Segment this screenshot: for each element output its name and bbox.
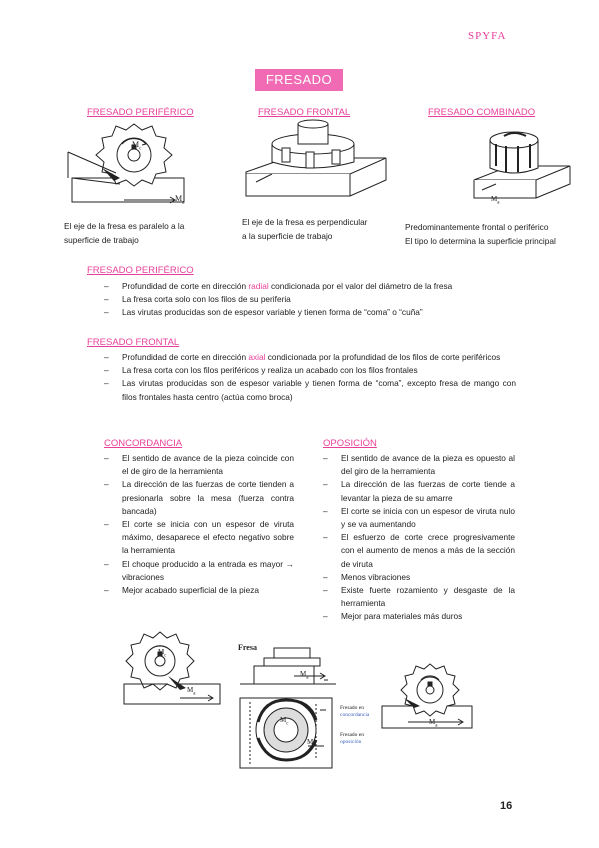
label-oposicion-legend: Fresado en oposición [340,732,364,745]
list-item: Las virutas producidas son de espesor va… [104,306,524,319]
list-item: El sentido de avance de la pieza coincid… [104,452,294,478]
list-item: Menos vibraciones [323,571,515,584]
list-item: Profundidad de corte en dirección radial… [104,280,524,293]
list-item: El esfuerzo de corte crece progresivamen… [323,531,515,571]
desc-periferico: El eje de la fresa es paralelo a la supe… [64,221,185,245]
diagram-oposicion [381,663,473,729]
diagram-concordancia [123,631,221,705]
oposicion-heading: OPOSICIÓN [323,438,377,449]
heading-combinado-top: FRESADO COMBINADO [428,107,536,118]
heading-frontal-top: FRESADO FRONTAL [258,107,351,118]
desc-frontal: El eje de la fresa es perpendicular a la… [242,217,368,241]
diagram-concordancia-oposicion [239,647,336,769]
page-number: 16 [500,800,513,812]
label-ma-b4: Ma [429,718,438,729]
list-item: La dirección de las fuerzas de corte tie… [323,478,515,504]
label-ma-1: Ma [175,194,185,206]
list-item: Mejor para materiales más duros [323,610,515,623]
label-ma-b1: Ma [187,686,196,697]
label-ma-b3: Ma [307,738,316,749]
list-item: El sentido de avance de la pieza es opue… [323,452,515,478]
list-item: El corte se inicia con un espesor de vir… [323,505,515,531]
heading-periferico-top: FRESADO PERIFÉRICO [87,107,194,118]
label-mc-b2: Mc [280,716,289,727]
concordancia-list: El sentido de avance de la pieza coincid… [104,452,294,597]
section-frontal-heading: FRESADO FRONTAL [87,337,180,348]
list-item: La fresa corta solo con los filos de su … [104,293,524,306]
list-item: La dirección de las fuerzas de corte tie… [104,478,294,518]
label-mc-1: Mc [132,140,142,152]
desc-combinado: Predominantemente frontal o periférico E… [405,222,556,246]
brand-logo: SPYFA [468,30,507,42]
list-item: La fresa corta con los filos periféricos… [104,364,516,377]
section-periferico-list: Profundidad de corte en dirección radial… [104,280,524,320]
diagram-fresado-combinado [473,131,571,199]
concordancia-heading: CONCORDANCIA [104,438,183,449]
section-frontal-list: Profundidad de corte en dirección axial … [104,351,516,404]
section-periferico-heading: FRESADO PERIFÉRICO [87,265,194,276]
page-title: FRESADO [255,69,343,91]
label-concordancia-legend: Fresado en concordancia [340,705,370,718]
label-ma-3: Ma [491,195,500,206]
label-ma-b2: Ma [300,670,309,681]
list-item: El corte se inicia con un espesor de vir… [104,518,294,558]
label-fresa: Fresa [238,643,257,652]
list-item: Profundidad de corte en dirección axial … [104,351,516,364]
oposicion-list: El sentido de avance de la pieza es opue… [323,452,515,624]
list-item: Existe fuerte rozamiento y desgaste de l… [323,584,515,610]
label-mc-b1: Mc [158,648,167,659]
diagram-fresado-frontal [245,119,387,197]
list-item: Mejor acabado superficial de la pieza [104,584,294,597]
list-item: Las virutas producidas son de espesor va… [104,377,516,403]
list-item: El choque producido a la entrada es mayo… [104,558,294,584]
diagram-fresado-periferico [67,123,185,204]
